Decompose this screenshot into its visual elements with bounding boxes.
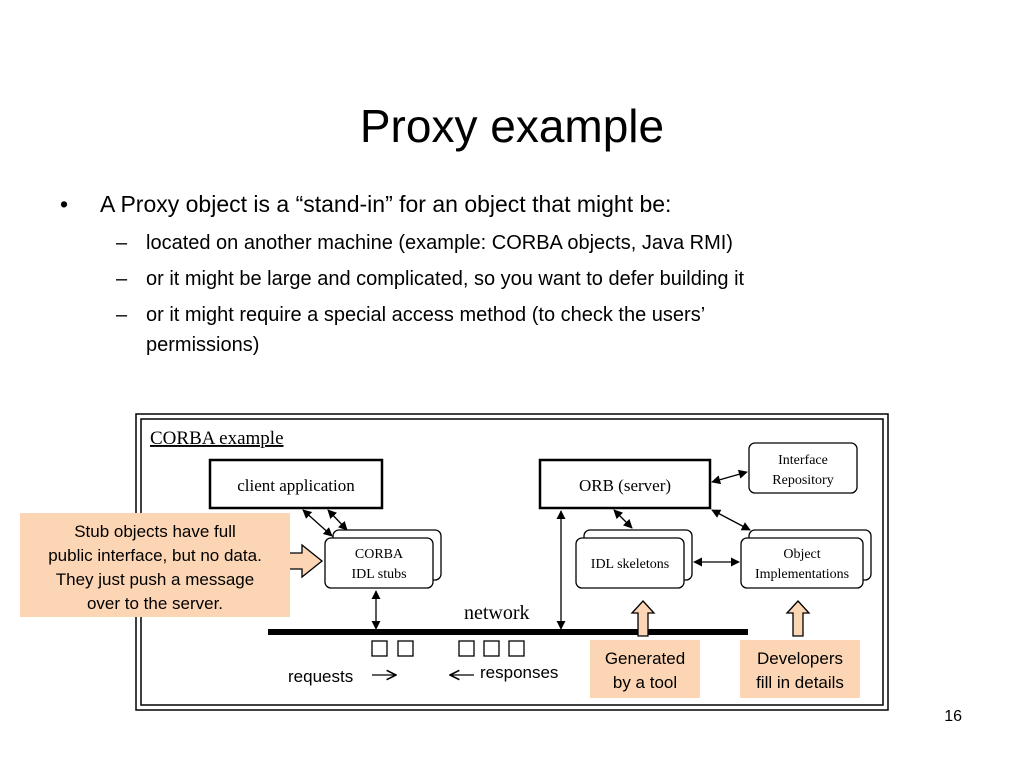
dash-marker: –	[116, 304, 128, 326]
stub-callout-line-1: Stub objects have full	[74, 522, 236, 541]
response-packet	[508, 640, 525, 657]
developers-callout-line-2: fill in details	[756, 673, 844, 692]
object-impl-label-1: Object	[783, 547, 820, 562]
orb-server-label: ORB (server)	[579, 476, 671, 495]
stubs-label-2: IDL stubs	[351, 567, 406, 582]
object-impl-box	[740, 537, 864, 589]
stubs-label-1: CORBA	[355, 547, 404, 562]
developers-callout-box	[740, 640, 860, 698]
sub-bullet-text: or it might be large and complicated, so…	[146, 268, 745, 290]
stub-callout-line-3: They just push a message	[56, 570, 254, 589]
responses-label: responses	[480, 663, 558, 682]
developers-callout-line-1: Developers	[757, 649, 843, 668]
orb-repository-arrow	[711, 469, 748, 485]
diagram-heading: CORBA example	[150, 428, 284, 449]
skeletons-label: IDL skeletons	[591, 557, 669, 572]
generated-callout-line-2: by a tool	[613, 673, 677, 692]
bullet-marker: •	[60, 191, 69, 217]
stub-callout-line-2: public interface, but no data.	[48, 546, 262, 565]
slide-number: 16	[944, 708, 962, 725]
response-packet	[483, 640, 500, 657]
requests-label: requests	[288, 667, 353, 686]
main-bullet-text: A Proxy object is a “stand-in” for an ob…	[100, 191, 672, 217]
client-application-label: client application	[237, 476, 355, 495]
generated-callout-line-1: Generated	[605, 649, 685, 668]
client-stubs-arrow	[302, 509, 333, 537]
skeletons-box	[575, 537, 685, 589]
sub-bullet-text: permissions)	[146, 334, 260, 356]
orb-skeletons-arrow	[613, 509, 633, 529]
object-impl-label-2: Implementations	[755, 567, 849, 582]
developers-up-arrow	[785, 600, 811, 637]
orb-server-box	[538, 458, 712, 510]
response-packet	[458, 640, 475, 657]
stub-callout-line-4: over to the server.	[87, 594, 223, 613]
network-label: network	[464, 602, 530, 624]
interface-repository-label-1: Interface	[778, 453, 828, 468]
stubs-box	[324, 537, 434, 589]
dash-marker: –	[116, 268, 128, 290]
sub-bullet-text: located on another machine (example: COR…	[146, 232, 733, 254]
interface-repository-label-2: Repository	[772, 473, 833, 488]
dash-marker: –	[116, 232, 128, 254]
client-stubs-arrow	[327, 509, 348, 531]
stub-callout-box	[20, 513, 290, 617]
request-packet	[397, 640, 414, 657]
slide-title: Proxy example	[359, 100, 665, 152]
generated-up-arrow	[630, 600, 656, 637]
sub-bullet-text: or it might require a special access met…	[146, 304, 706, 326]
generated-callout-box	[590, 640, 700, 698]
interface-repository-box	[748, 442, 858, 494]
orb-object-impl-arrow	[711, 509, 751, 531]
request-packet	[371, 640, 388, 657]
client-application-box	[208, 458, 384, 510]
